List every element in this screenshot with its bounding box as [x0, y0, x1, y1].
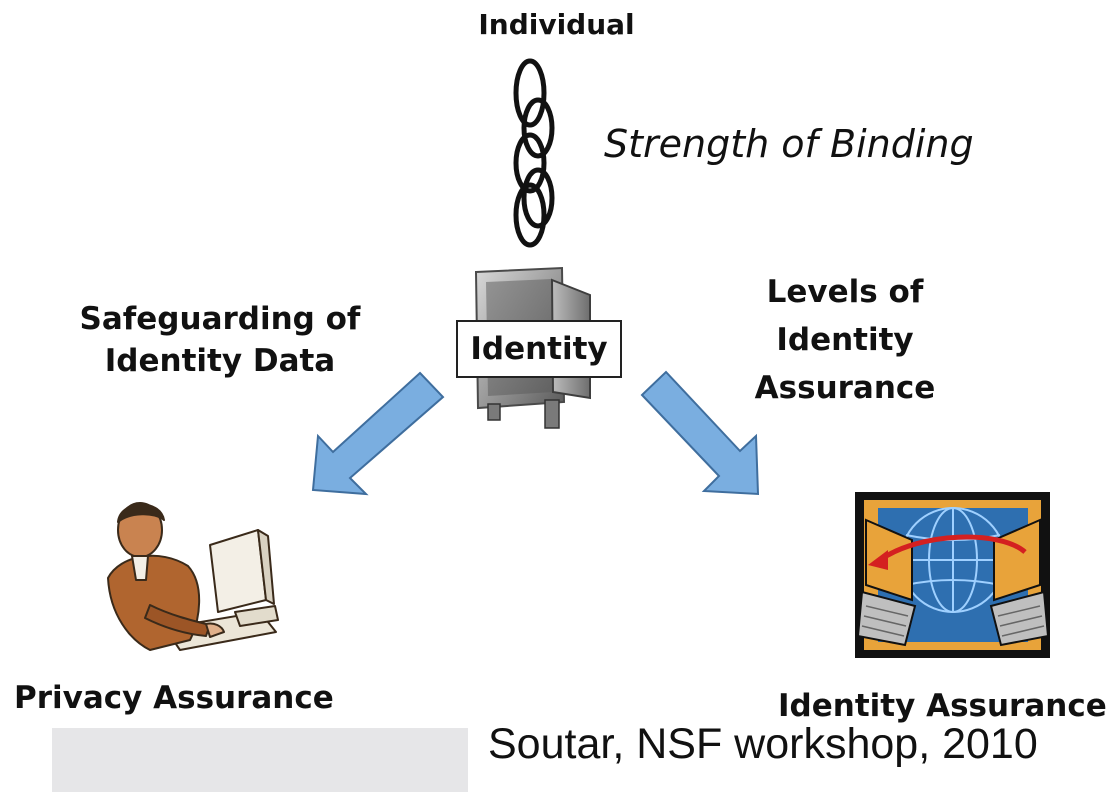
- citation-text: Soutar, NSF workshop, 2010: [488, 720, 1038, 768]
- levels-line-2: Identity: [776, 322, 914, 358]
- gray-panel: [52, 728, 468, 792]
- levels-line-1: Levels of: [766, 274, 924, 310]
- privacy-assurance-label: Privacy Assurance: [14, 680, 334, 716]
- identity-box: Identity: [456, 320, 622, 378]
- safeguarding-line-2: Identity Data: [104, 343, 336, 379]
- strength-of-binding-label: Strength of Binding: [604, 122, 974, 166]
- levels-of-assurance-label: Levels of Identity Assurance: [735, 268, 955, 412]
- individual-label: Individual: [478, 8, 635, 41]
- levels-line-3: Assurance: [754, 370, 936, 406]
- arrow-right-icon: [640, 370, 760, 496]
- safeguarding-line-1: Safeguarding of: [79, 301, 361, 337]
- identity-assurance-label: Identity Assurance: [778, 688, 1107, 724]
- safeguarding-label: Safeguarding of Identity Data: [60, 298, 380, 382]
- arrow-left-icon: [311, 371, 445, 496]
